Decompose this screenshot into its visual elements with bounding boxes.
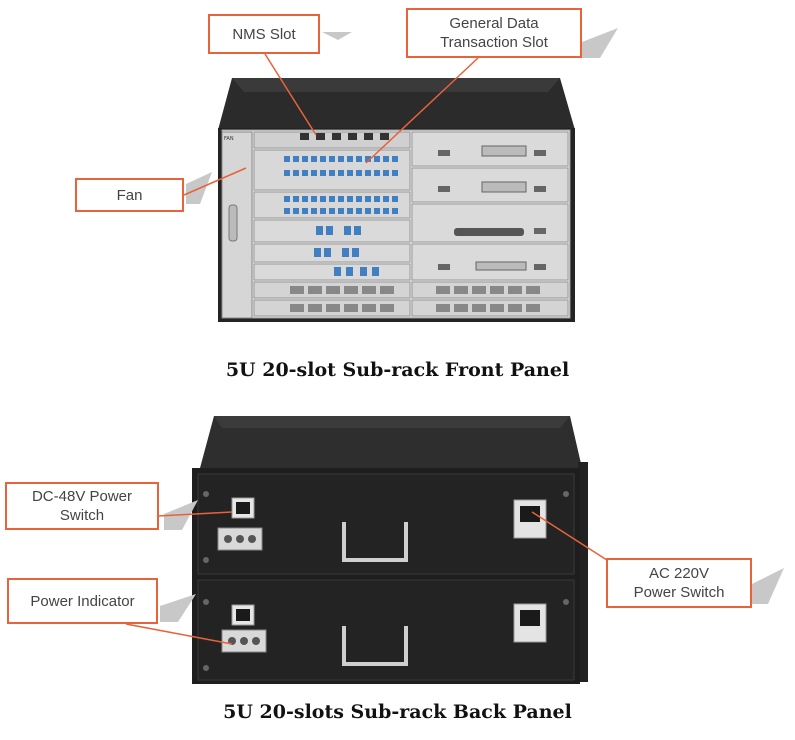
general-leader bbox=[365, 57, 479, 164]
fan-label: Fan bbox=[116, 186, 143, 204]
handle-top bbox=[342, 522, 408, 562]
power-indicator-label: Power Indicator bbox=[30, 592, 135, 610]
ac-power-label-line2: Power Switch bbox=[633, 584, 725, 601]
general-data-callout: General Data Transaction Slot bbox=[406, 8, 582, 58]
dc-leader bbox=[157, 511, 233, 517]
back-panel-caption: 5U 20-slots Sub-rack Back Panel bbox=[223, 701, 572, 723]
fan-callout: Fan bbox=[75, 178, 184, 212]
back-chassis bbox=[192, 416, 588, 684]
general-data-label-line2: Transaction Slot bbox=[440, 34, 548, 51]
dc-power-label-line2: Switch bbox=[59, 507, 105, 524]
handle-bottom bbox=[342, 626, 408, 666]
front-chassis: FAN bbox=[218, 78, 575, 322]
dc-power-label-line1: DC-48V Power bbox=[31, 488, 133, 505]
dc-power-switch-callout: DC-48V Power Switch bbox=[5, 482, 159, 530]
ac-power-label-line1: AC 220V bbox=[648, 565, 710, 582]
nms-slot-label: NMS Slot bbox=[232, 25, 296, 43]
ac-power-switch-callout: AC 220V Power Switch bbox=[606, 558, 752, 608]
svg-text:FAN: FAN bbox=[224, 136, 234, 142]
nms-slot-callout: NMS Slot bbox=[208, 14, 320, 54]
fan-leader bbox=[183, 167, 247, 196]
ac-leader bbox=[531, 511, 611, 563]
nms-leader bbox=[264, 53, 317, 136]
power-indicator-leader bbox=[125, 623, 233, 645]
right-slots bbox=[411, 131, 569, 317]
left-slots bbox=[253, 131, 411, 317]
power-indicator-callout: Power Indicator bbox=[7, 578, 158, 624]
front-panel-caption: 5U 20-slot Sub-rack Front Panel bbox=[225, 359, 570, 381]
general-data-label-line1: General Data bbox=[449, 15, 539, 32]
